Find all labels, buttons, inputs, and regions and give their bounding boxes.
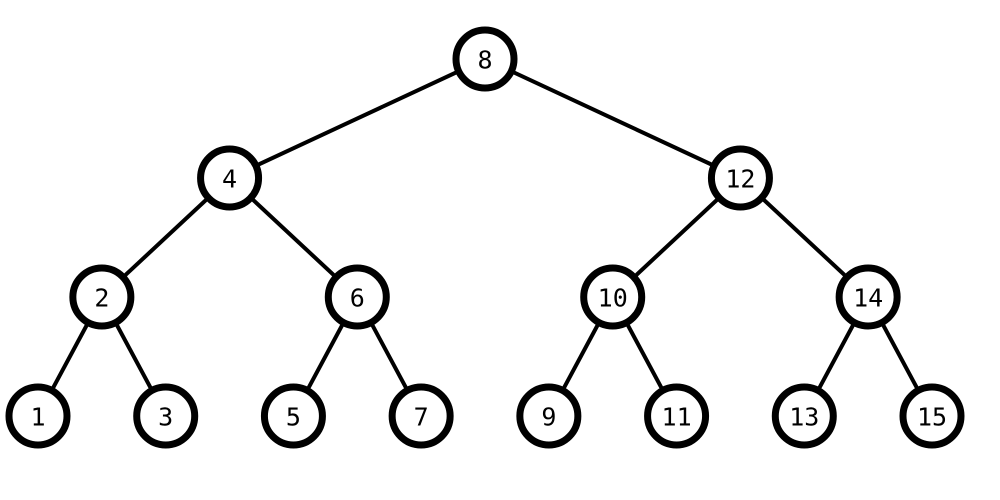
node-label: 8 xyxy=(477,46,492,75)
node-circle xyxy=(197,145,263,211)
tree-node-10: 10 xyxy=(580,264,646,330)
tree-node-9: 9 xyxy=(516,383,582,449)
node-circle xyxy=(324,264,390,330)
tree-node-1: 1 xyxy=(5,383,71,449)
node-label: 7 xyxy=(414,403,429,432)
tree-node-15: 15 xyxy=(899,383,965,449)
node-label: 9 xyxy=(541,403,556,432)
node-label: 6 xyxy=(350,284,365,313)
node-label: 4 xyxy=(222,165,237,194)
node-label: 12 xyxy=(725,165,755,194)
node-label: 13 xyxy=(789,403,819,432)
node-label: 5 xyxy=(286,403,301,432)
node-label: 11 xyxy=(662,403,692,432)
tree-node-6: 6 xyxy=(324,264,390,330)
edge-8-4 xyxy=(227,57,487,180)
tree-node-12: 12 xyxy=(707,145,773,211)
node-label: 15 xyxy=(917,403,947,432)
tree-node-2: 2 xyxy=(69,264,135,330)
node-circle xyxy=(835,264,901,330)
node-circle xyxy=(899,383,965,449)
node-label: 10 xyxy=(598,284,628,313)
tree-node-5: 5 xyxy=(260,383,326,449)
node-circle xyxy=(580,264,646,330)
tree-node-8: 8 xyxy=(452,26,518,92)
node-circle xyxy=(452,26,518,92)
node-circle xyxy=(516,383,582,449)
node-circle xyxy=(771,383,837,449)
node-circle xyxy=(5,383,71,449)
tree-edges xyxy=(36,57,934,418)
node-label: 3 xyxy=(158,403,173,432)
tree-node-3: 3 xyxy=(133,383,199,449)
node-circle xyxy=(133,383,199,449)
node-circle xyxy=(707,145,773,211)
node-circle xyxy=(260,383,326,449)
tree-node-14: 14 xyxy=(835,264,901,330)
tree-node-4: 4 xyxy=(197,145,263,211)
node-label: 1 xyxy=(30,403,45,432)
tree-node-11: 11 xyxy=(644,383,710,449)
tree-node-13: 13 xyxy=(771,383,837,449)
tree-node-7: 7 xyxy=(388,383,454,449)
node-circle xyxy=(388,383,454,449)
node-circle xyxy=(69,264,135,330)
node-label: 14 xyxy=(853,284,883,313)
node-label: 2 xyxy=(94,284,109,313)
edge-8-12 xyxy=(483,57,743,180)
node-circle xyxy=(644,383,710,449)
